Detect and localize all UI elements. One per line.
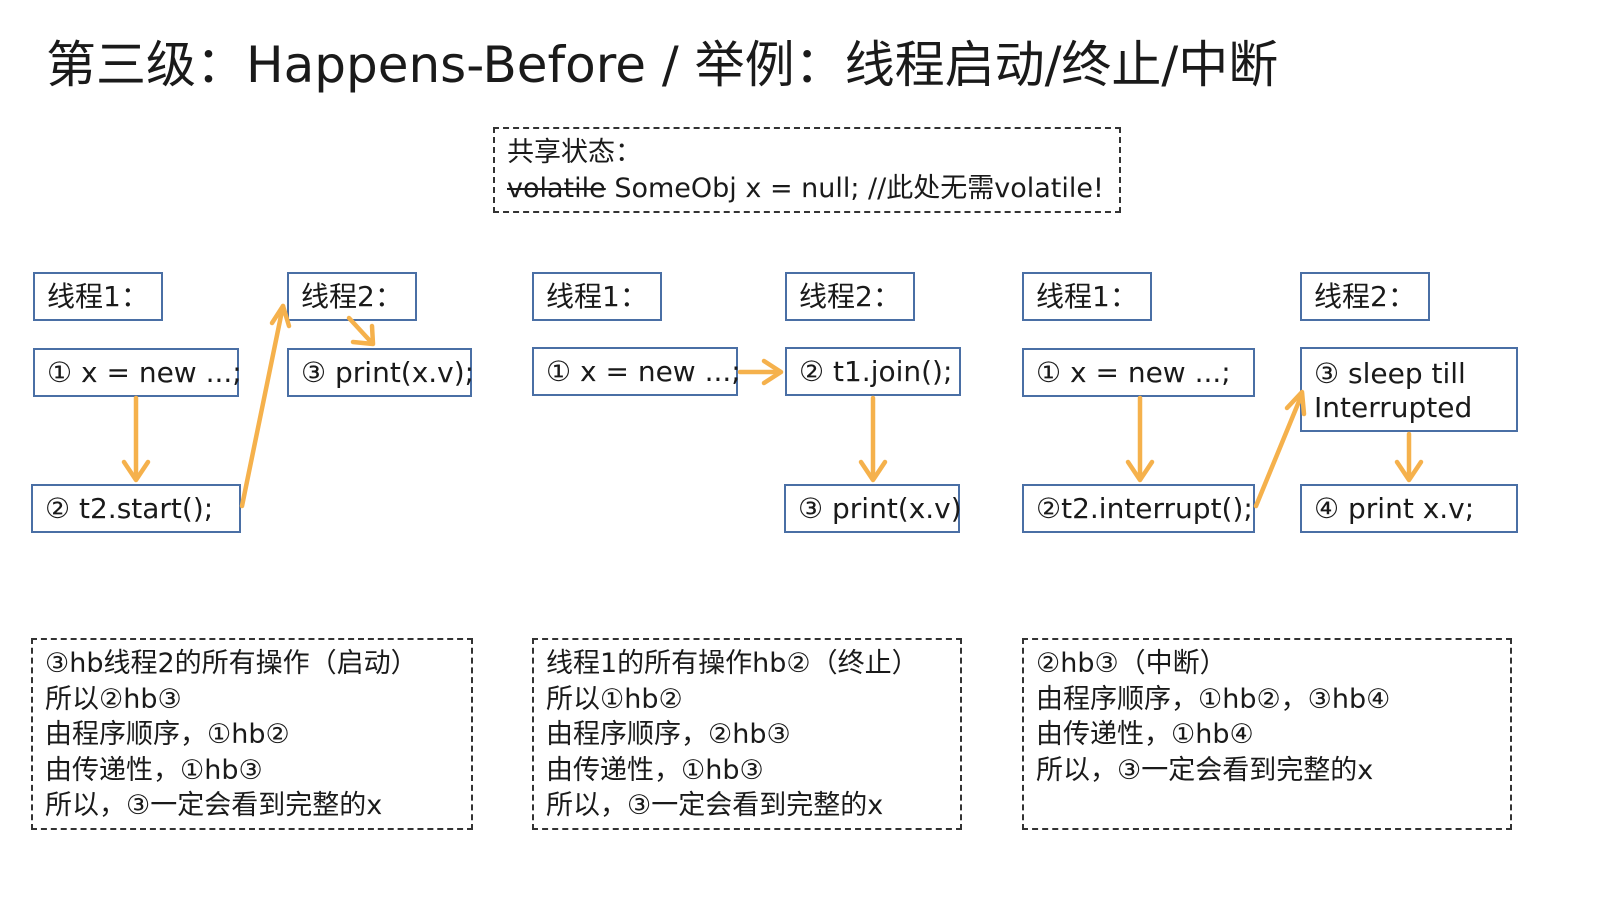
ex2-note-line: 所以，③一定会看到完整的x [546, 790, 884, 821]
ex2-note-line: 由传递性，①hb③ [546, 754, 764, 786]
ex2-note-line: 所以①hb② [546, 683, 683, 715]
ex3-note-line: 由传递性，①hb④ [1036, 719, 1254, 750]
ex2-explanation-note: 线程1的所有操作hb②（终止） 所以①hb② 由程序顺序，②hb③ 由传递性，①… [532, 638, 962, 830]
page-title: 第三级：Happens-Before / 举例：线程启动/终止/中断 [46, 36, 1279, 94]
ex3-step1-box: ① x = new ...; [1022, 348, 1255, 397]
struck-volatile-keyword: volatile [507, 173, 606, 204]
ex1-note-line: 由传递性，①hb③ [45, 754, 263, 786]
ex2-thread1-label: 线程1： [532, 272, 662, 321]
ex1-step1-box: ① x = new ...; [33, 348, 242, 397]
ex3-note-line: 所以，③一定会看到完整的x [1036, 754, 1374, 786]
shared-state-box: 共享状态： volatile SomeObj x = null; //此处无需v… [493, 127, 1121, 213]
shared-state-declaration: SomeObj x = null; //此处无需volatile! [605, 173, 1104, 204]
ex2-step2-box: ② t1.join(); [785, 347, 961, 396]
ex1-thread1-label: 线程1： [33, 272, 163, 321]
ex1-arrow-thread2-to-step3 [346, 315, 376, 347]
ex1-thread2-label: 线程2： [287, 272, 417, 321]
ex1-note-line: ③hb线程2的所有操作（启动） [45, 648, 418, 679]
ex1-note-line: 由程序顺序，①hb② [45, 719, 290, 750]
ex1-step3-box: ③ print(x.v); [287, 348, 474, 397]
ex1-explanation-note: ③hb线程2的所有操作（启动） 所以②hb③ 由程序顺序，①hb② 由传递性，①… [31, 638, 473, 830]
ex1-step2-box: ② t2.start(); [31, 484, 241, 533]
ex2-thread2-label: 线程2： [785, 272, 915, 321]
ex3-step3-box: ③ sleep till Interrupted [1300, 347, 1518, 432]
ex3-note-line: ②hb③（中断） [1036, 648, 1227, 679]
ex2-note-line: 由程序顺序，②hb③ [546, 719, 791, 750]
ex3-step4-box: ④ print x.v; [1300, 484, 1518, 533]
ex3-arrow-sleep-to-print [1394, 431, 1424, 483]
ex2-arrow-step1-to-join [737, 358, 784, 386]
ex3-step3-line2: Interrupted [1314, 391, 1473, 424]
shared-state-code: volatile SomeObj x = null; //此处无需volatil… [507, 171, 1107, 207]
ex3-step3-line1: ③ sleep till [1314, 357, 1466, 390]
ex2-arrow-join-to-step3 [858, 395, 888, 483]
ex1-note-line: 所以，③一定会看到完整的x [45, 790, 383, 821]
ex3-step2-box: ②t2.interrupt(); [1022, 484, 1255, 533]
ex3-explanation-note: ②hb③（中断） 由程序顺序，①hb②，③hb④ 由传递性，①hb④ 所以，③一… [1022, 638, 1512, 830]
ex3-note-line: 由程序顺序，①hb②，③hb④ [1036, 683, 1391, 715]
shared-state-heading: 共享状态： [507, 137, 642, 168]
ex3-thread2-label: 线程2： [1300, 272, 1430, 321]
ex1-arrow-step1-to-step2 [121, 395, 151, 483]
ex1-arrow-start-to-thread2 [239, 303, 292, 509]
ex1-note-line: 所以②hb③ [45, 683, 182, 715]
ex2-note-line: 线程1的所有操作hb②（终止） [546, 648, 919, 679]
ex3-thread1-label: 线程1： [1022, 272, 1152, 321]
ex3-arrow-interrupt-to-sleep [1253, 389, 1307, 509]
ex2-step1-box: ① x = new ...; [532, 347, 741, 396]
ex2-step3-box: ③ print(x.v) [784, 484, 962, 533]
ex3-arrow-step1-to-interrupt [1125, 395, 1155, 483]
